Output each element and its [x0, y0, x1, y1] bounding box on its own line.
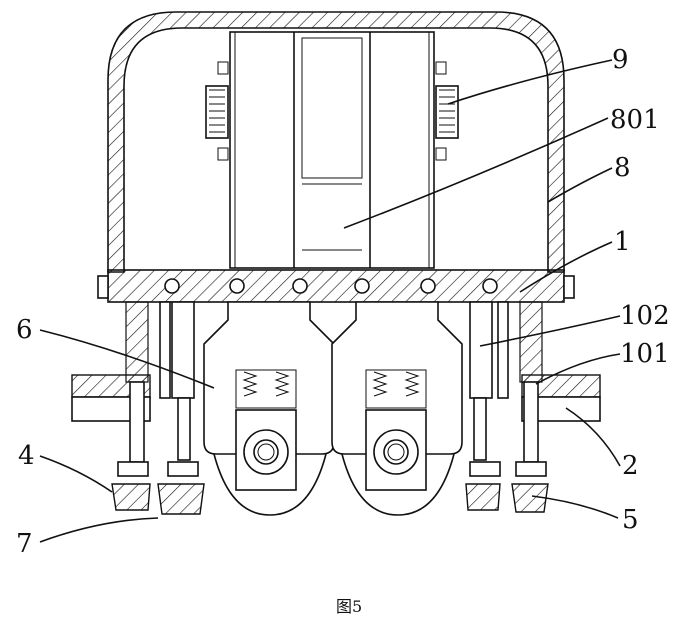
label-801: 801: [610, 105, 660, 135]
side-spring-left: [205, 61, 229, 161]
spring-column-right: [469, 301, 543, 463]
label-6: 6: [16, 315, 33, 345]
figure-caption: 图5: [336, 597, 362, 616]
wheel-assembly-left: [203, 301, 335, 516]
base-plate: [97, 269, 575, 303]
brush-head-right: [465, 461, 549, 513]
label-101: 101: [620, 339, 670, 369]
brush-head-left: [111, 461, 205, 515]
label-7: 7: [16, 529, 33, 559]
leader-lines: [39, 59, 621, 543]
spring-column-left: [125, 301, 195, 463]
motor-block: [229, 31, 435, 269]
label-4: 4: [18, 441, 35, 471]
wheel-assembly-right: [331, 301, 463, 516]
label-102: 102: [620, 301, 670, 331]
label-1: 1: [614, 227, 631, 257]
label-9: 9: [612, 45, 629, 75]
label-5: 5: [622, 505, 639, 535]
side-spring-right: [435, 61, 459, 161]
label-2: 2: [622, 451, 639, 481]
label-8: 8: [614, 153, 631, 183]
